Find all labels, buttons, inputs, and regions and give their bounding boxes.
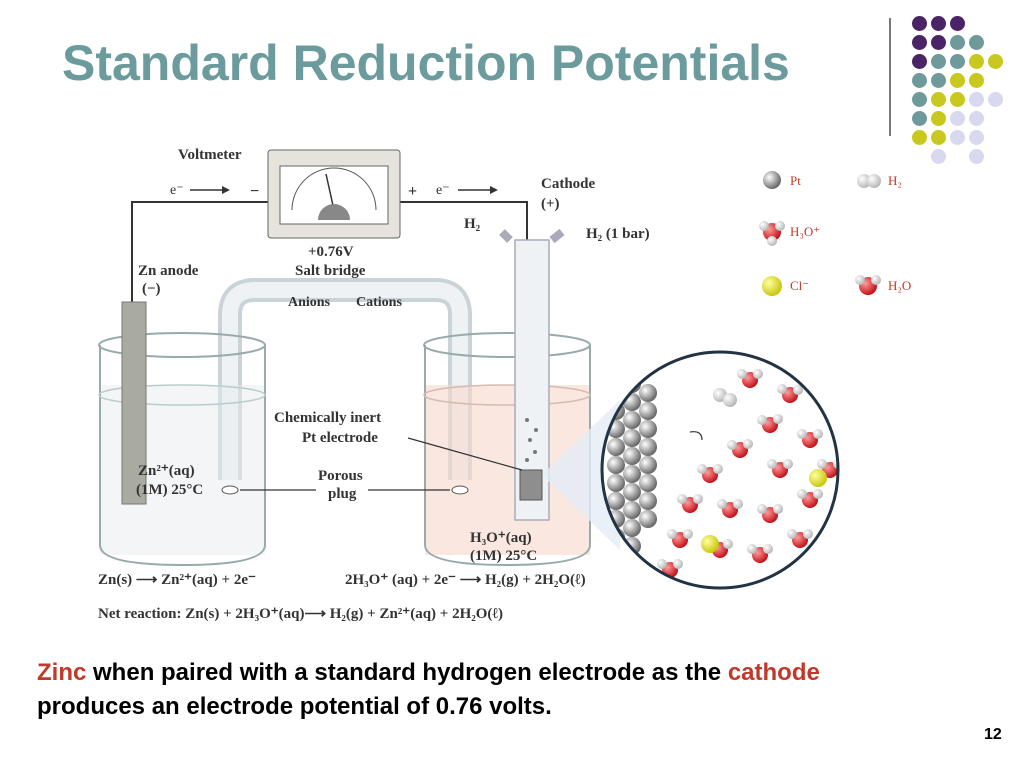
dot: [969, 111, 984, 126]
cathode-label: Cathode: [541, 176, 596, 192]
dot: [912, 16, 927, 31]
dot: [969, 130, 984, 145]
dot: [912, 130, 927, 145]
plus-label: +: [408, 183, 417, 200]
minus-label: −: [250, 183, 259, 200]
legend-h3o: H₃O⁺: [790, 224, 820, 239]
dot: [969, 35, 984, 50]
net-reaction: Net reaction: Zn(s) + 2H₃O⁺(aq)⟶ H₂(g) +…: [98, 606, 503, 622]
porous-line1: Porous: [318, 468, 363, 484]
slide-caption: Zinc when paired with a standard hydroge…: [37, 656, 997, 724]
dot: [950, 54, 965, 69]
caption-text1: when paired with a standard hydrogen ele…: [86, 659, 728, 686]
h3o-line1: H₃O⁺(aq): [470, 530, 532, 546]
dot: [950, 130, 965, 145]
molecule-legend: Pt H₂ H₃O⁺ Cl⁻ H₂O: [759, 171, 911, 296]
dot: [950, 92, 965, 107]
electron-left-label: e⁻: [170, 183, 184, 198]
dot: [931, 111, 946, 126]
dot: [912, 73, 927, 88]
cations-label: Cations: [356, 295, 402, 310]
electron-right-label: e⁻: [436, 183, 450, 198]
dot: [931, 149, 946, 164]
title-divider: [889, 18, 891, 136]
voltmeter-icon: [267, 149, 401, 239]
pt-electrode: [519, 469, 543, 501]
legend-h2: H₂: [888, 173, 902, 188]
dot: [950, 111, 965, 126]
dot: [912, 92, 927, 107]
legend-pt: Pt: [790, 173, 801, 188]
dot: [969, 73, 984, 88]
caption-zinc: Zinc: [37, 659, 87, 686]
anode-reaction: Zn(s) ⟶ Zn²⁺(aq) + 2e⁻: [98, 572, 256, 588]
dot: [931, 16, 946, 31]
inert-line1: Chemically inert: [274, 410, 381, 426]
page-number: 12: [984, 726, 1002, 743]
dot: [969, 149, 984, 164]
caption-text2: produces an electrode potential of 0.76 …: [37, 693, 552, 720]
zn-anode-sign: (−): [142, 281, 161, 297]
magnified-view: [602, 352, 838, 588]
voltmeter-label: Voltmeter: [178, 147, 242, 163]
cathode-reaction: 2H₃O⁺ (aq) + 2e⁻ ⟶ H₂(g) + 2H₂O(ℓ): [345, 572, 586, 588]
dot: [931, 130, 946, 145]
dot: [969, 54, 984, 69]
dot: [950, 35, 965, 50]
dot: [988, 54, 1003, 69]
dot: [969, 92, 984, 107]
voltage-reading: +0.76V: [308, 244, 354, 260]
h2-left-label: H₂: [464, 216, 481, 232]
dot: [912, 111, 927, 126]
zn-ion-line1: Zn²⁺(aq): [138, 463, 195, 479]
zinc-anode: [121, 301, 147, 505]
anions-label: Anions: [288, 295, 331, 310]
dot: [988, 92, 1003, 107]
dot: [950, 73, 965, 88]
electrochemical-cell-diagram: Voltmeter e⁻ − + e⁻ +0.76V Salt bridge A…: [98, 147, 911, 622]
inert-line2: Pt electrode: [302, 430, 378, 446]
slide-title: Standard Reduction Potentials: [62, 35, 790, 91]
dot: [931, 35, 946, 50]
zn-anode-label: Zn anode: [138, 263, 199, 279]
zn-ion-line2: (1M) 25°C: [136, 482, 203, 498]
h2-bar-label: H₂ (1 bar): [586, 226, 650, 242]
porous-line2: plug: [328, 486, 357, 502]
dot: [931, 92, 946, 107]
legend-h2o: H₂O: [888, 278, 911, 293]
h3o-line2: (1M) 25°C: [470, 548, 537, 564]
dot: [950, 16, 965, 31]
salt-bridge-label: Salt bridge: [295, 263, 366, 279]
dot: [931, 73, 946, 88]
legend-cl: Cl⁻: [790, 278, 809, 293]
wire-left: [131, 201, 270, 305]
cathode-sign: (+): [541, 196, 560, 212]
dot: [912, 54, 927, 69]
zoom-cone: [542, 400, 620, 550]
caption-cathode: cathode: [727, 659, 820, 686]
dot: [912, 35, 927, 50]
dot: [931, 54, 946, 69]
